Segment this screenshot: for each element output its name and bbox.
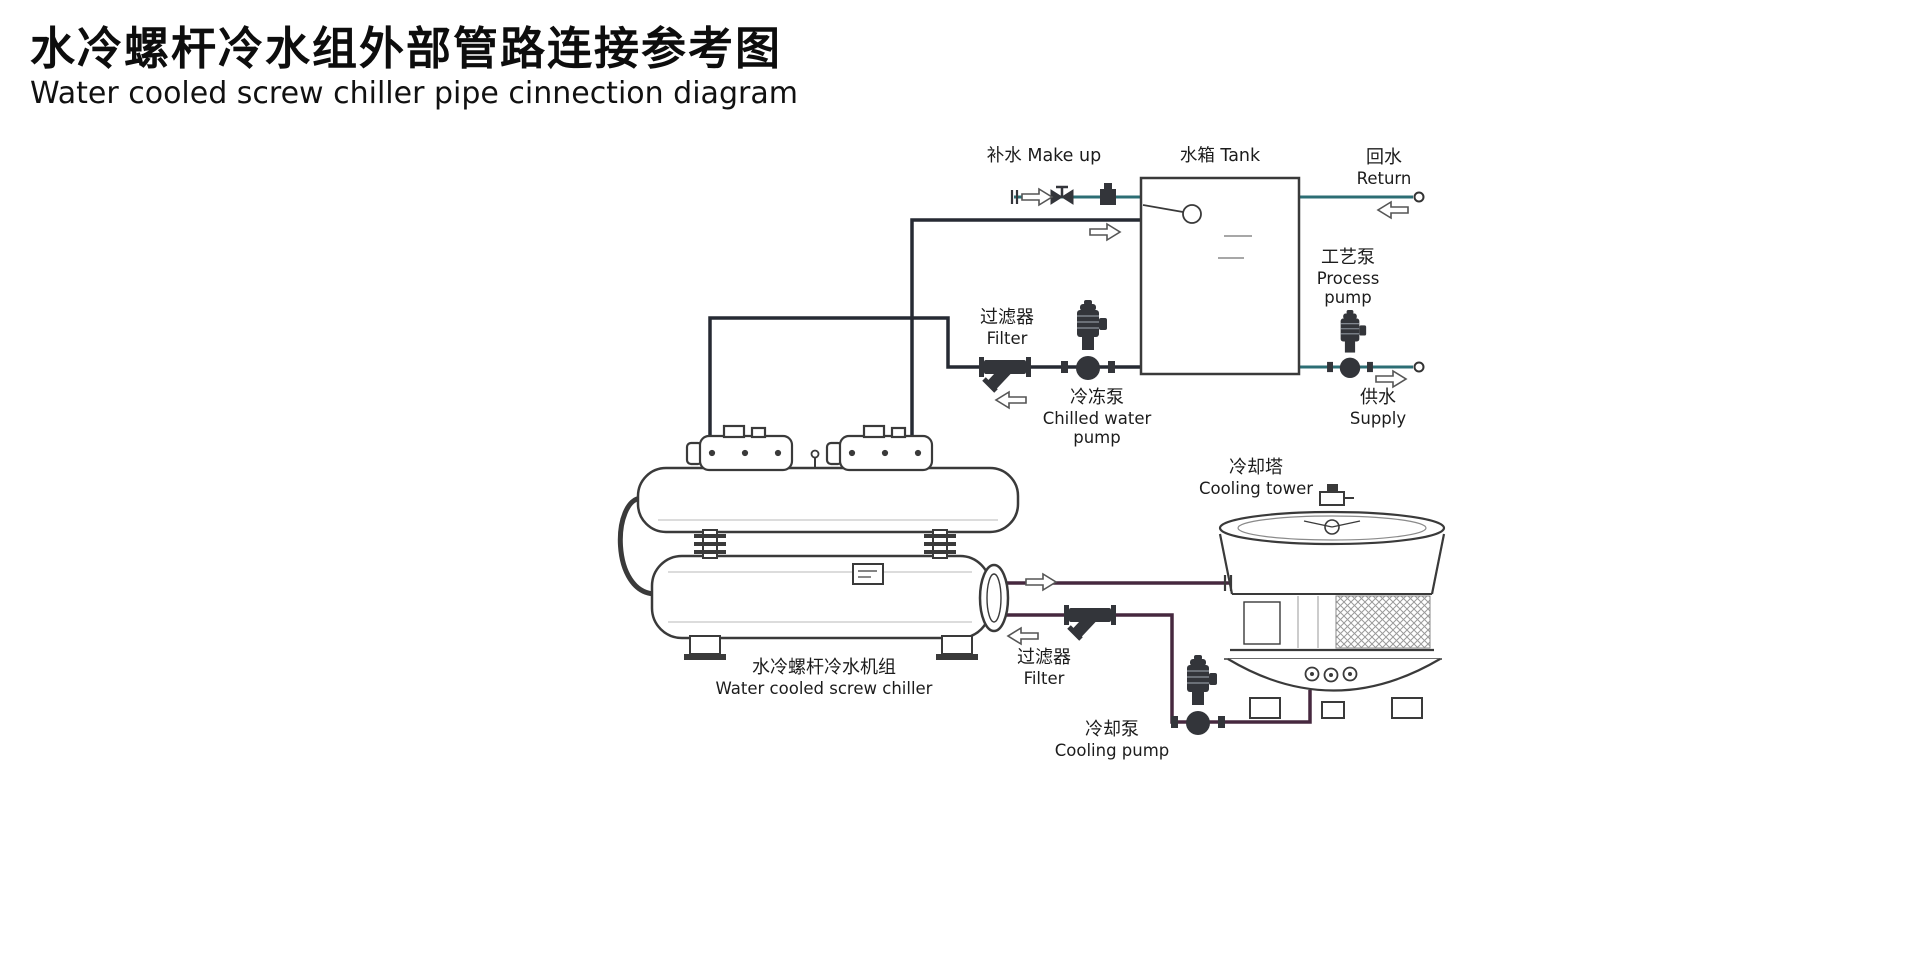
float-arm (1142, 204, 1184, 213)
label-cooling-tower: 冷却塔 Cooling tower (1198, 457, 1314, 498)
flow-arrow-cooling-return-icon (1007, 627, 1039, 645)
label-process-pump: 工艺泵 Process pump (1316, 247, 1380, 307)
float-valve-icon (1182, 204, 1202, 224)
cooling-filter-icon (1064, 605, 1116, 639)
saddle-left-base (684, 654, 726, 660)
control-box (852, 563, 884, 585)
makeup-fitting-icon (1100, 183, 1116, 205)
shell-valve-icon (810, 449, 820, 459)
evaporator-shell (636, 466, 1020, 534)
page-subtitle: Water cooled screw chiller pipe cinnecti… (30, 76, 798, 111)
chiller-unit-shape (617, 424, 1020, 660)
tower-leg (1321, 701, 1345, 719)
label-makeup: 补水 Make up (986, 146, 1102, 166)
flow-arrow-to-tank-icon (1089, 223, 1121, 241)
tower-leg (1391, 697, 1423, 719)
flange-spool-left (694, 529, 726, 559)
saddle-right (941, 635, 973, 655)
compressor-1-shape (685, 424, 794, 472)
chiller-left-crossover-pipe (617, 495, 657, 597)
tower-leg (1249, 697, 1281, 719)
flow-arrow-cooling-supply-icon (1025, 573, 1057, 591)
flow-arrow-chilled-return-icon (995, 391, 1027, 409)
label-chilled-pump: 冷冻泵 Chilled water pump (1042, 387, 1152, 447)
label-cooling-filter: 过滤器 Filter (1017, 647, 1071, 688)
label-cooling-pump: 冷却泵 Cooling pump (1054, 719, 1170, 760)
saddle-left (689, 635, 721, 655)
condenser-shell (650, 554, 992, 640)
label-supply: 供水 Supply (1349, 387, 1407, 428)
fan-motor (1319, 491, 1345, 506)
condenser-end-flange (978, 563, 1010, 633)
chilled-filter-icon (979, 357, 1031, 391)
label-tank: 水箱 Tank (1179, 146, 1261, 166)
label-chilled-filter: 过滤器 Filter (980, 307, 1034, 348)
flow-arrow-supply-icon (1375, 370, 1407, 388)
label-chiller: 水冷螺杆冷水机组 Water cooled screw chiller (715, 657, 933, 698)
tank-shape (1139, 176, 1301, 376)
flow-arrow-return-icon (1377, 201, 1409, 219)
access-door (1243, 601, 1281, 645)
flow-arrow-makeup-icon (1021, 188, 1053, 206)
label-return: 回水 Return (1356, 147, 1412, 188)
cooling-tower-shape (1218, 484, 1446, 719)
supply-pipe-end (1413, 361, 1425, 373)
makeup-valve-icon (1049, 185, 1075, 206)
chilled-supply-pipe (910, 218, 1141, 470)
compressor-2-shape (825, 424, 934, 472)
return-pipe-end (1413, 191, 1425, 203)
fill-media-mesh (1335, 595, 1431, 649)
flange-spool-right (924, 529, 956, 559)
page-title: 水冷螺杆冷水组外部管路连接参考图 (30, 22, 783, 75)
saddle-right-base (936, 654, 978, 660)
